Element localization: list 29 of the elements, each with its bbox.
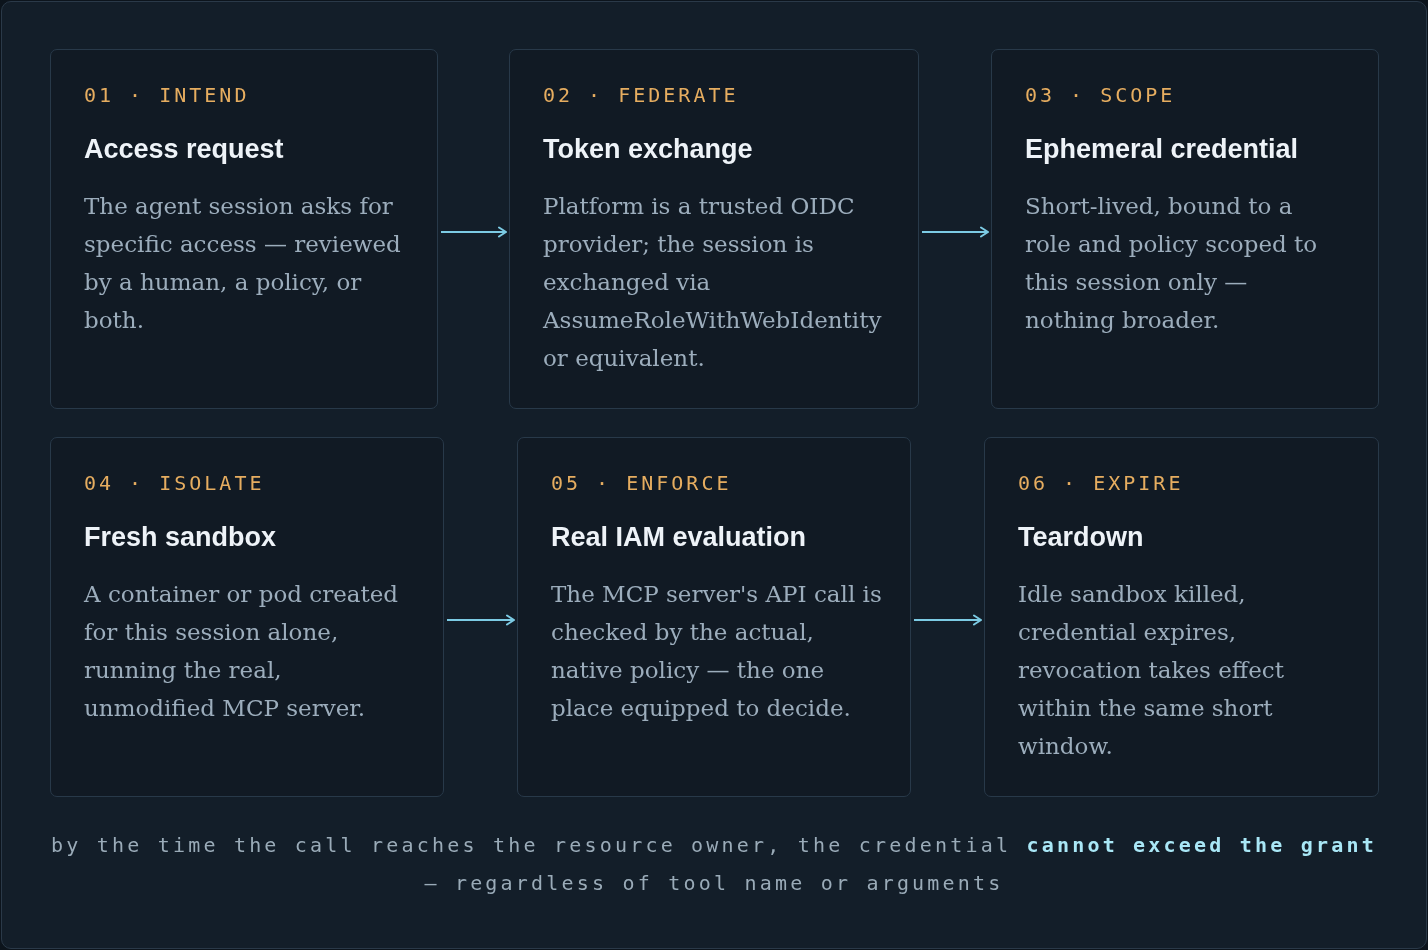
- step-card: [984, 437, 1379, 797]
- step-card: [517, 437, 911, 797]
- step-card: [991, 49, 1379, 409]
- step-card: [50, 437, 444, 797]
- arrow: [921, 226, 989, 238]
- step-label: 05 · ENFORCE: [551, 471, 732, 495]
- step-title: Ephemeral credential: [1025, 133, 1299, 166]
- step-label: 06 · EXPIRE: [1018, 471, 1184, 495]
- step-description: Platform is a trusted OIDC provider; the session is exchanged via AssumeRoleWithWebIdentity or equivalent.: [543, 192, 883, 373]
- arrow: [913, 614, 982, 626]
- step-description: Short-lived, bound to a role and policy scoped to this session only — nothing broader.: [1025, 192, 1319, 335]
- step-title: Access request: [84, 133, 284, 166]
- step-title: Teardown: [1018, 521, 1144, 554]
- step-label: 04 · ISOLATE: [84, 471, 265, 495]
- step-description: The MCP server's API call is checked by the actual, native policy — the one place equipped to decide.: [551, 580, 883, 723]
- step-card: [509, 49, 919, 409]
- step-label: 01 · INTEND: [84, 83, 250, 107]
- arrow: [440, 226, 507, 238]
- step-label: 02 · FEDERATE: [543, 83, 739, 107]
- step-label: 03 · SCOPE: [1025, 83, 1176, 107]
- arrow: [446, 614, 515, 626]
- step-title: Fresh sandbox: [84, 521, 277, 554]
- step-title: Real IAM evaluation: [551, 521, 807, 554]
- step-title: Token exchange: [543, 133, 753, 166]
- step-description: A container or pod created for this session alone, running the real, unmodified MCP server.: [84, 580, 400, 723]
- step-description: Idle sandbox killed, credential expires, revocation takes effect within the same short window.: [1018, 580, 1285, 761]
- caption: by the time the call reaches the resource owner, the credential cannot exceed the grant — regardless of tool name or arguments: [50, 832, 1378, 897]
- step-card: [50, 49, 438, 409]
- step-description: The agent session asks for specific access — reviewed by a human, a policy, or both.: [84, 192, 402, 335]
